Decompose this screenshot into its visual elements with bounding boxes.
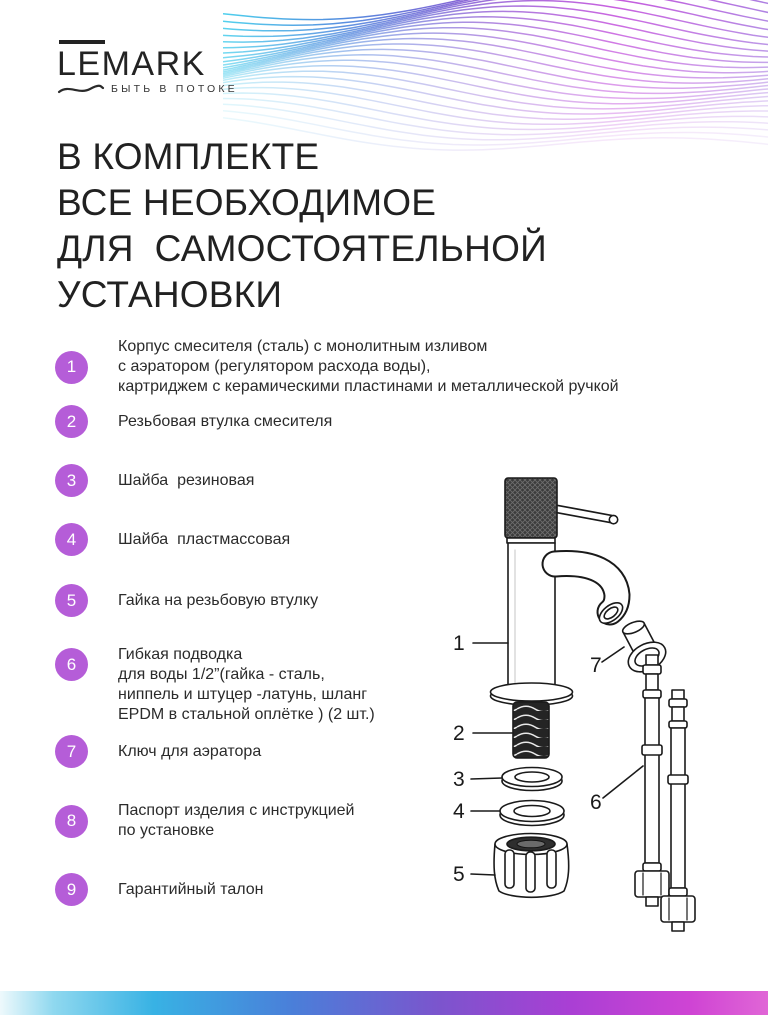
item-number-badge: 1 [55,350,88,384]
diagram-label-4: 4 [453,800,465,823]
page-title: В КОМПЛЕКТЕ ВСЕ НЕОБХОДИМОЕ ДЛЯ САМОСТОЯ… [57,136,547,315]
item-text: Резьбовая втулка смесителя [118,412,333,430]
faucet-body-drawing [507,542,556,691]
item-number: 4 [66,529,77,549]
faucet-lever-drawing [552,504,619,525]
item-number-badge: 9 [55,873,88,906]
mounting-nut-drawing [493,832,570,899]
list-item: 3 Шайба резиновая [55,464,254,497]
faucet-spout-drawing [541,550,631,626]
wave-decoration [222,0,768,170]
item-number-badge: 6 [55,648,88,681]
base-flange-drawing [489,682,574,706]
wave-decoration-svg [222,0,768,151]
list-item: 7 Ключ для аэратора [55,735,261,768]
diagram-label-3: 3 [453,768,465,791]
item-number: 8 [66,811,77,830]
item-number: 9 [66,879,77,899]
list-item: 5 Гайка на резьбовую втулку [55,584,318,617]
brand-tagline: БЫТЬ В ПОТОКЕ [111,83,238,96]
faucet-exploded-diagram: 1 2 3 4 5 6 7 [445,450,745,950]
item-number-badge: 8 [55,804,88,838]
plastic-washer-drawing [499,799,565,827]
item-text: Корпус смесителя (сталь) с монолитным из… [118,338,619,395]
diagram-label-5: 5 [453,863,465,886]
item-number: 7 [66,741,77,761]
brand-logo: LEMARK БЫТЬ В ПОТОКЕ [57,40,277,95]
item-text: Ключ для аэратора [118,742,262,760]
item-text: Паспорт изделия с инструкцией по установ… [118,802,355,839]
footer-gradient-bar [0,991,768,1015]
item-number: 3 [66,470,77,490]
diagram-label-1: 1 [453,632,465,655]
list-item: 6 Гибкая подводка для воды 1/2”(гайка - … [55,645,375,725]
diagram-leader-lines [470,642,644,876]
logo-top-bar [59,40,105,44]
list-item: 9 Гарантийный талон [55,873,264,906]
faucet-handle-knurl-drawing [504,477,558,544]
faucet-diagram-svg: 1 2 3 4 5 6 7 [453,477,696,932]
item-text: Шайба резиновая [118,471,255,489]
list-item: 4 Шайба пластмассовая [55,523,290,556]
threaded-bushing-drawing [512,701,550,759]
diagram-label-2: 2 [453,722,465,745]
item-text: Гарантийный талон [118,880,264,898]
item-text: Шайба пластмассовая [118,530,291,548]
diagram-label-7: 7 [590,654,602,677]
diagram-label-6: 6 [590,791,602,814]
item-text: Гибкая подводка для воды 1/2”(гайка - ст… [118,646,375,723]
diagram-labels: 1 2 3 4 5 6 7 [453,632,602,886]
logo-wordmark: LEMARK [57,44,206,83]
logo-wave-icon [57,84,105,94]
list-item: 1 Корпус смесителя (сталь) с монолитным … [55,337,619,397]
item-number: 2 [66,411,77,431]
list-item: 2 Резьбовая втулка смесителя [55,405,332,438]
item-number-badge: 5 [55,584,88,617]
rubber-washer-drawing [501,766,563,792]
item-number-badge: 7 [55,735,88,768]
item-number-badge: 3 [55,464,88,497]
item-number: 1 [66,357,77,376]
item-number-badge: 2 [55,405,88,438]
wave-lines [222,0,768,151]
list-item: 8 Паспорт изделия с инструкцией по устан… [55,801,355,841]
item-number-badge: 4 [55,523,88,556]
item-number: 6 [66,654,77,674]
item-text: Гайка на резьбовую втулку [118,591,319,609]
flexible-hoses-drawing [634,654,696,932]
item-number: 5 [66,590,77,610]
